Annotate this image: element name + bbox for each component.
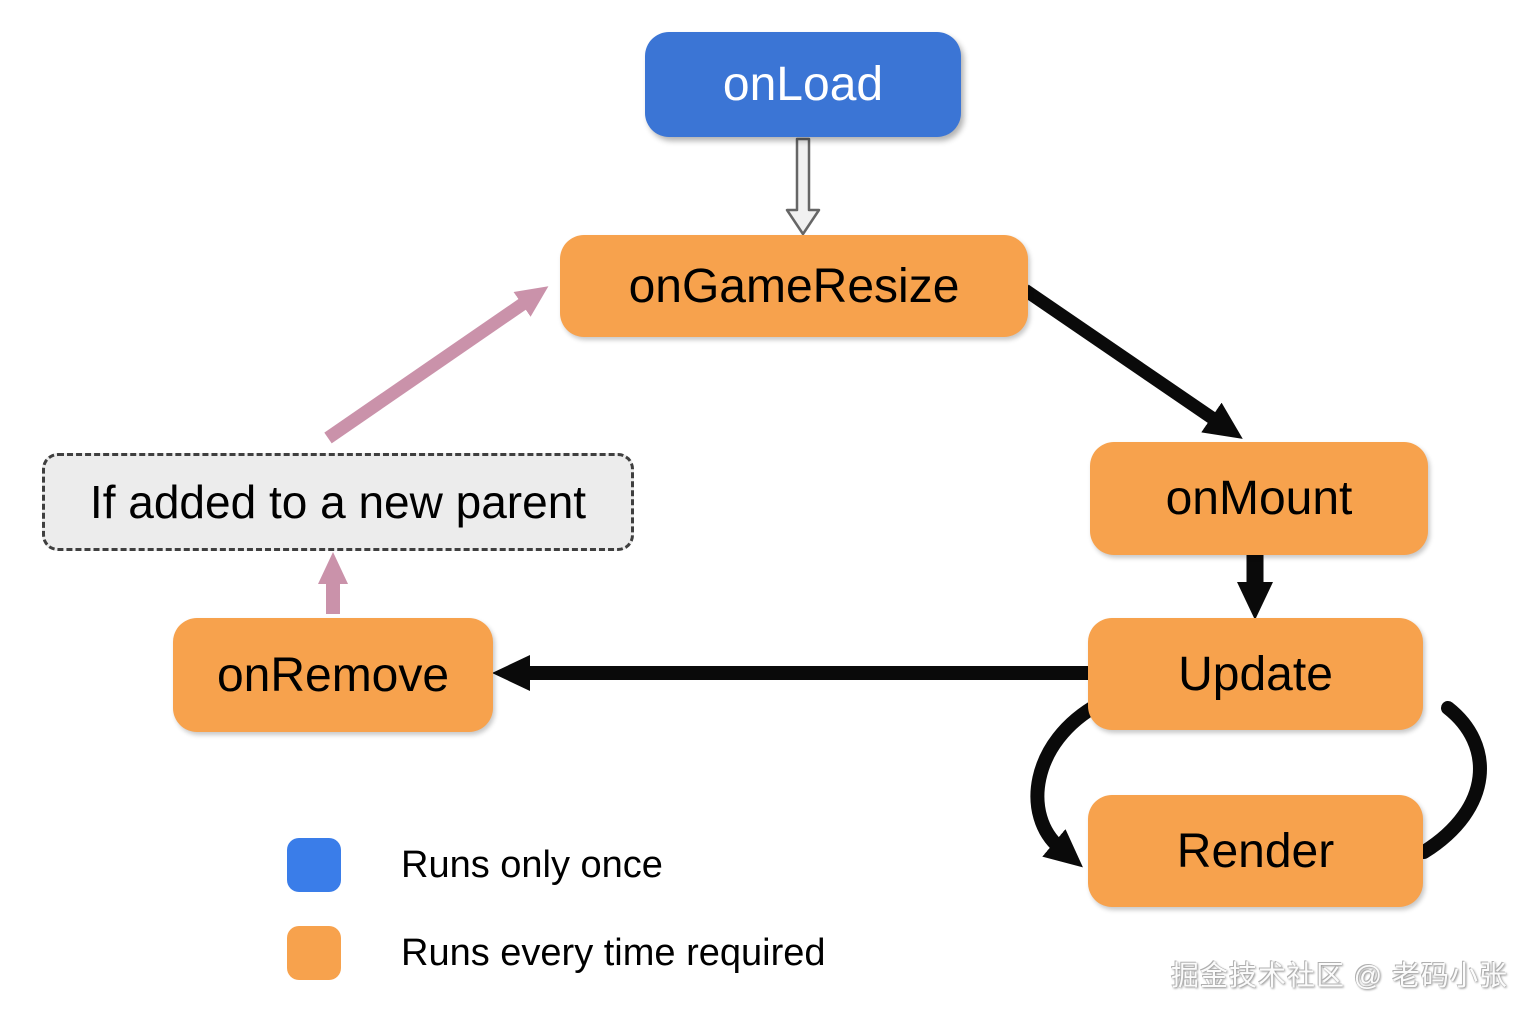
legend-swatch-runs-once: [287, 838, 341, 892]
arrow-ongameresize-to-onmount: [1021, 284, 1243, 439]
arrow-condition-to-ongameresize: [324, 286, 549, 444]
legend-item-runs-once: Runs only once: [287, 838, 663, 892]
watermark: 掘金技术社区 @ 老码小张: [1171, 960, 1508, 991]
node-update: Update: [1088, 618, 1423, 730]
arrow-render-to-update-loop: [1417, 701, 1487, 859]
node-render: Render: [1088, 795, 1423, 907]
legend-label-runs-every-time: Runs every time required: [401, 931, 826, 974]
node-onmount: onMount: [1090, 442, 1428, 555]
node-ongameresize: onGameResize: [560, 235, 1028, 337]
legend-item-runs-every-time: Runs every time required: [287, 926, 826, 980]
node-onload: onLoad: [645, 32, 961, 137]
arrow-update-to-render-loop: [1030, 697, 1106, 868]
node-onremove: onRemove: [173, 618, 493, 732]
legend-swatch-runs-every-time: [287, 926, 341, 980]
arrow-onload-to-ongameresize: [785, 137, 821, 236]
node-condition-note: If added to a new parent: [42, 453, 634, 551]
legend-label-runs-once: Runs only once: [401, 843, 663, 886]
